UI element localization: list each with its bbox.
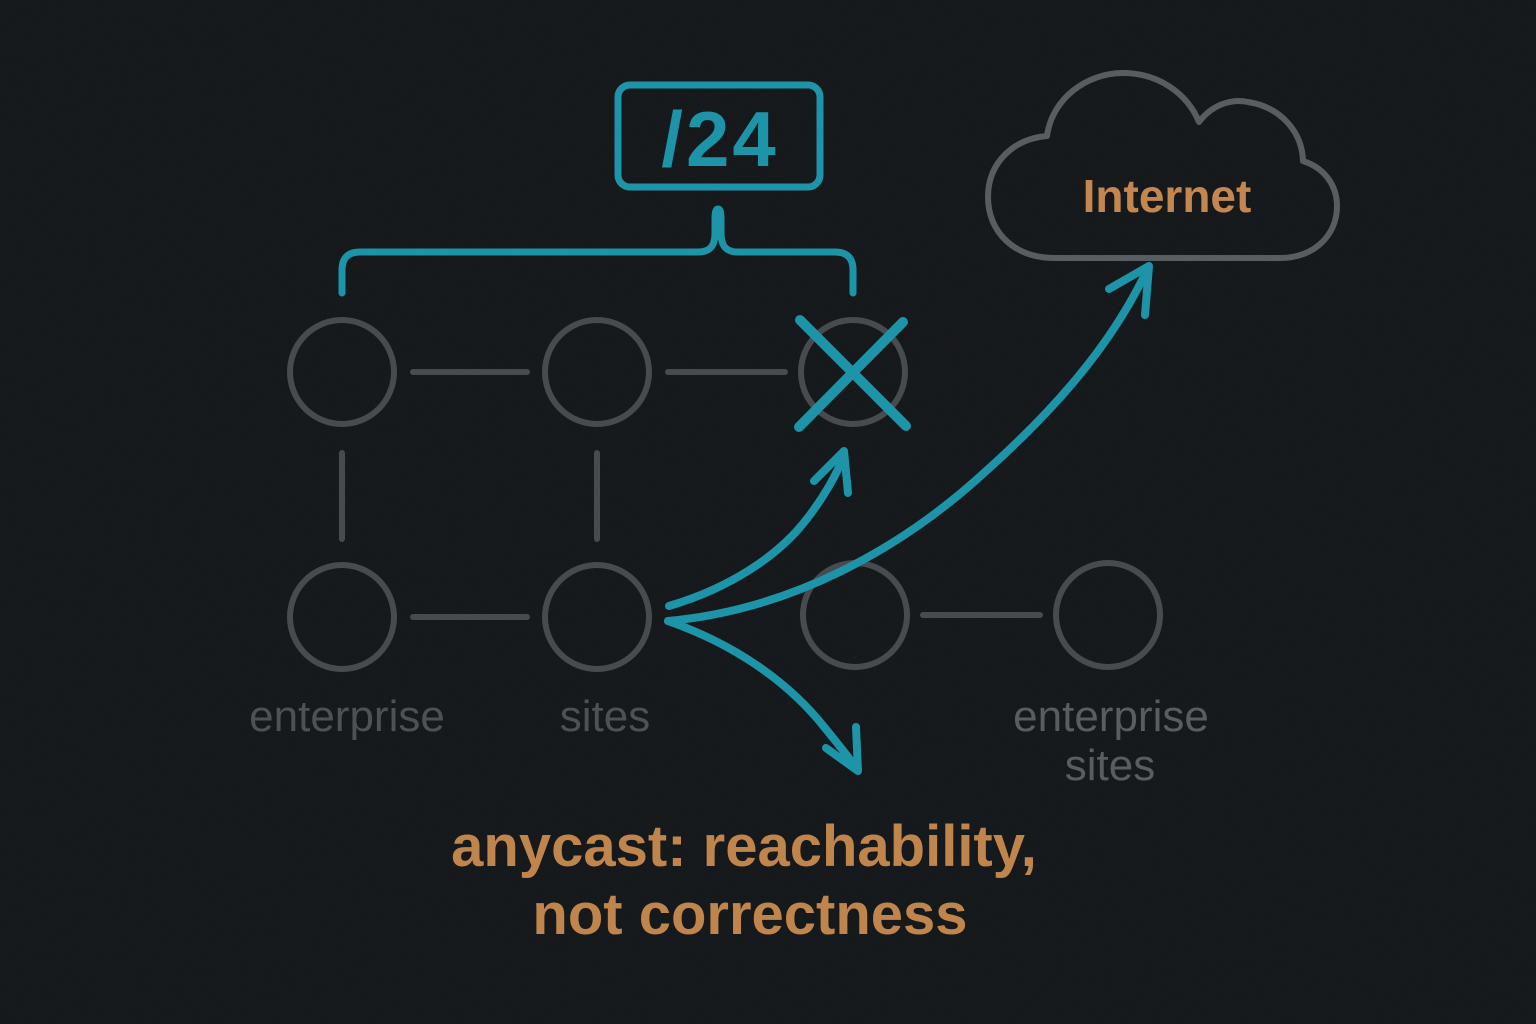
grain-overlay [0, 0, 1536, 1024]
anycast-diagram: /24 Internet enterprise [0, 0, 1536, 1024]
diagram-canvas: /24 Internet enterprise [0, 0, 1536, 1024]
